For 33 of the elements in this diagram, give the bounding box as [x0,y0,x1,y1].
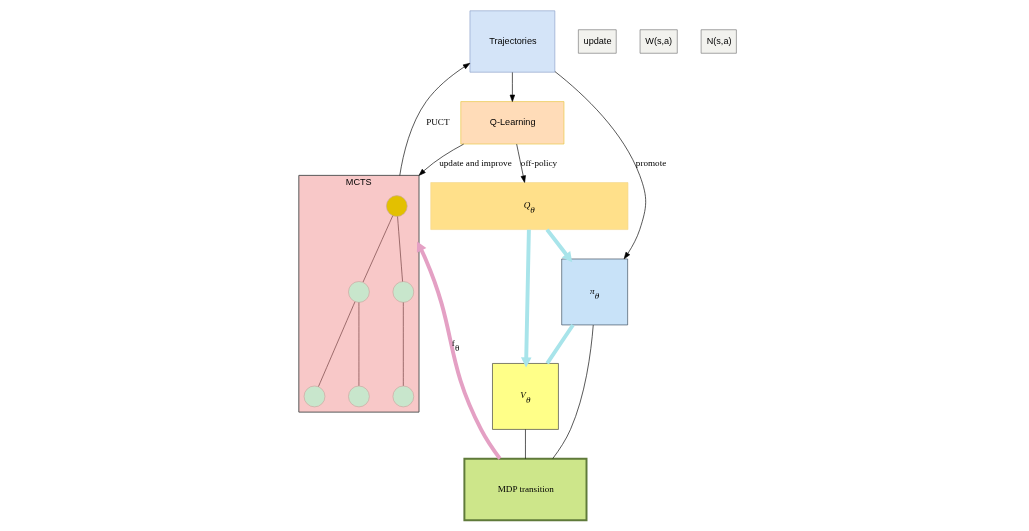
arrow [554,71,646,260]
node-box: Trajectories [469,10,555,73]
node-box: MDP transition [462,457,587,522]
connector [551,324,594,459]
label: W(s,a) [644,35,672,46]
node-circle [347,385,370,408]
connector [358,302,359,387]
label: update [583,35,611,46]
arrow [416,241,501,460]
node-circle [385,195,408,217]
node-circle [392,385,414,408]
connector [317,301,355,387]
cluster: MCTS [297,174,419,413]
connector [545,323,575,365]
connector [402,302,404,387]
node-circle [347,281,370,303]
arrow [418,143,464,176]
connector [362,215,393,283]
arrow [509,72,515,102]
arrow [515,143,526,183]
node-circle [303,385,325,408]
edge-label: update and improve [438,157,512,168]
arrow [520,229,532,368]
edge-label: PUCT [425,117,450,128]
node-circle [392,281,414,303]
connector [524,429,526,459]
connector [396,216,403,282]
label: N(s,a) [706,35,732,46]
node-box: Q-Learning [459,101,564,145]
arrow [398,63,470,176]
edge-label: off-policy [520,157,557,168]
arrow [545,228,572,263]
edge-label: promote [635,157,666,168]
